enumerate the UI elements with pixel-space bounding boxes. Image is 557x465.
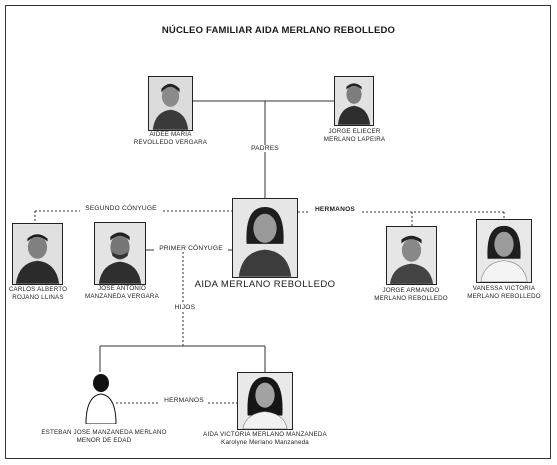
child-1-photo <box>84 372 118 424</box>
person-photo-icon <box>149 77 192 130</box>
diagram-border <box>5 5 551 459</box>
first-spouse-name: JOSE ANTONIO MANZANEDA VERGARA <box>76 285 168 301</box>
sibling-1-given-name: JORGE ARMANDO <box>382 287 440 294</box>
child-2-alias: Karolyne Merlano Manzaneda <box>221 439 309 446</box>
mother-given-name: AIDEE MARIA <box>149 131 192 138</box>
children-siblings-label: HERMANOS <box>160 397 208 404</box>
sibling-2-surname: MERLANO REBOLLEDO <box>467 293 541 300</box>
person-photo-icon <box>335 77 373 125</box>
child-1-full-name: ESTEBAN JOSE MANZANEDA MERLANO <box>41 429 167 436</box>
child-2-photo <box>237 372 293 430</box>
mother-name: AIDEE MARIA REVOLLEDO VERGARA <box>119 131 222 147</box>
mother-surname: REVOLLEDO VERGARA <box>133 139 208 146</box>
father-given-name: JORGE ELIECER <box>328 128 381 135</box>
sibling-2-photo <box>476 219 532 283</box>
subject-photo <box>232 198 298 278</box>
mother-photo <box>148 76 193 131</box>
first-spouse-given-name: JOSE ANTONIO <box>97 285 146 292</box>
person-photo-icon <box>233 199 297 277</box>
diagram-title: NÚCLEO FAMILIAR AIDA MERLANO REBOLLEDO <box>161 25 396 36</box>
second-spouse-label: SEGUNDO CÓNYUGE <box>80 205 162 212</box>
first-spouse-label: PRIMER CÓNYUGE <box>154 245 228 252</box>
child-2-full-name: AIDA VICTORIA MERLANO MANZANEDA <box>203 431 327 438</box>
second-spouse-name: CARLOS ALBERTO ROJANO LLINAS <box>0 286 76 302</box>
sibling-1-name: JORGE ARMANDO MERLANO REBOLLEDO <box>361 287 461 303</box>
parents-label: PADRES <box>247 145 283 152</box>
first-spouse-photo <box>94 222 146 285</box>
person-photo-icon <box>387 227 436 284</box>
person-photo-icon <box>477 220 531 282</box>
person-photo-icon <box>13 224 62 284</box>
sibling-2-given-name: VANESSA VICTORIA <box>472 285 536 292</box>
child-1-name: ESTEBAN JOSE MANZANEDA MERLANO MENOR DE … <box>24 429 184 445</box>
person-photo-icon <box>238 373 292 429</box>
person-photo-icon <box>95 223 145 284</box>
second-spouse-photo <box>12 223 63 285</box>
sibling-1-photo <box>386 226 437 285</box>
sibling-2-name: VANESSA VICTORIA MERLANO REBOLLEDO <box>454 285 554 301</box>
father-name: JORGE ELIECER MERLANO LAPEIRA <box>303 128 406 144</box>
person-silhouette-icon <box>85 374 117 424</box>
child-2-name: AIDA VICTORIA MERLANO MANZANEDA Karolyne… <box>190 431 340 447</box>
sibling-1-surname: MERLANO REBOLLEDO <box>374 295 448 302</box>
first-spouse-surname: MANZANEDA VERGARA <box>85 293 159 300</box>
second-spouse-given-name: CARLOS ALBERTO <box>8 286 68 293</box>
child-1-note: MENOR DE EDAD <box>76 437 132 444</box>
father-surname: MERLANO LAPEIRA <box>323 136 386 143</box>
second-spouse-surname: ROJANO LLINAS <box>12 294 64 301</box>
siblings-label: HERMANOS <box>309 206 361 213</box>
subject-name: AIDA MERLANO REBOLLEDO <box>194 279 336 290</box>
children-label: HIJOS <box>168 304 202 311</box>
father-photo <box>334 76 374 126</box>
